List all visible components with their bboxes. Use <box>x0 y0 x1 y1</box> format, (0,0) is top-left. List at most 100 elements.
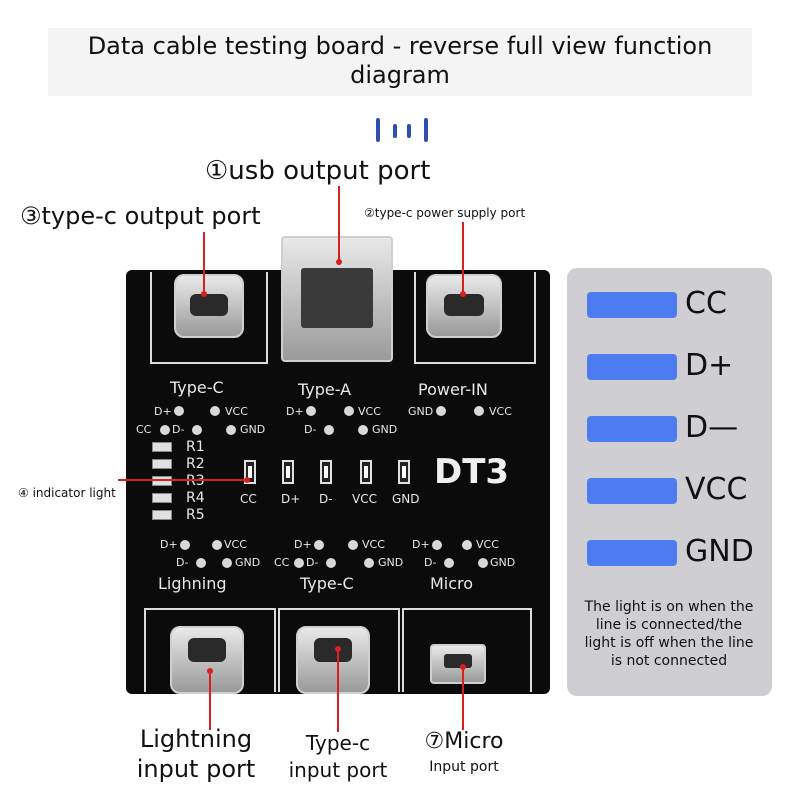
typec-input-port[interactable] <box>296 626 370 694</box>
test-pad <box>306 406 316 416</box>
pin-label: D- <box>176 556 189 569</box>
legend-swatch <box>587 416 677 442</box>
test-pad <box>180 540 190 550</box>
indicator-label: ④ indicator light <box>18 486 116 500</box>
leader-dot <box>336 259 342 265</box>
leader-line <box>462 666 464 730</box>
legend-item-gnd: GND <box>685 534 754 569</box>
indicator-led-gnd <box>398 460 410 484</box>
frame <box>402 608 532 692</box>
led-label: D- <box>319 492 333 506</box>
silk-bottom-micro: Micro <box>430 574 474 593</box>
pin-label: VCC <box>362 538 385 551</box>
test-pad <box>222 558 232 568</box>
typec-output-label: ③type-c output port <box>20 202 261 230</box>
test-pad <box>212 540 222 550</box>
pin-label: D+ <box>154 405 172 418</box>
typec-power-label: ②type-c power supply port <box>364 206 526 220</box>
resistor <box>152 476 172 486</box>
legend-swatch <box>587 540 677 566</box>
test-pad <box>444 558 454 568</box>
indicator-led-dm <box>320 460 332 484</box>
pin-label: D- <box>304 423 317 436</box>
leader-dot <box>201 291 207 297</box>
pin-label: GND <box>372 423 398 436</box>
typec-input-label-line1: Type-c <box>305 731 371 755</box>
lightning-input-label: Lightning input port <box>124 724 268 784</box>
legend-item-vcc: VCC <box>685 472 748 507</box>
usb-output-port[interactable] <box>281 236 393 362</box>
typec-power-port[interactable] <box>426 274 502 338</box>
board-model: DT3 <box>434 452 510 492</box>
leader-line <box>338 186 340 262</box>
typec-input-label-line2: input port <box>288 758 388 782</box>
led-label: GND <box>392 492 420 506</box>
usb-output-label: ①usb output port <box>205 156 431 186</box>
test-pad <box>174 406 184 416</box>
lightning-input-label-line2: input port <box>136 755 256 783</box>
test-pad <box>364 558 374 568</box>
lightning-input-label-line1: Lightning <box>139 725 253 753</box>
pin-label: D- <box>424 556 437 569</box>
resistor <box>152 493 172 503</box>
frame <box>144 608 276 692</box>
silk-bottom-lightning: Lighning <box>158 574 227 593</box>
typec-input-label: Type-c input port <box>276 730 400 784</box>
lightning-input-port[interactable] <box>170 626 244 694</box>
micro-input-port[interactable] <box>430 644 486 684</box>
test-pad <box>324 425 334 435</box>
indicator-led-vcc <box>360 460 372 484</box>
pin-label: D+ <box>294 538 312 551</box>
legend-item-cc: CC <box>685 286 727 321</box>
pin-label: GND <box>408 405 434 418</box>
leader-dot <box>244 477 250 483</box>
test-pad <box>348 540 358 550</box>
resistor <box>152 442 172 452</box>
resistor-label: R3 <box>186 473 205 489</box>
resistor-label: R2 <box>186 456 205 472</box>
test-pad <box>326 558 336 568</box>
silk-top-typec: Type-C <box>170 378 224 397</box>
frame <box>278 608 400 692</box>
legend-note: The light is on when the line is connect… <box>584 599 754 669</box>
silk-bottom-typec: Type-C <box>300 574 354 593</box>
resistor <box>152 459 172 469</box>
indicator-led-dp <box>282 460 294 484</box>
title-banner <box>48 28 752 96</box>
pin-label: D+ <box>160 538 178 551</box>
leader-line <box>118 479 246 481</box>
pin-label: D- <box>306 556 319 569</box>
typec-output-port[interactable] <box>174 274 244 338</box>
led-label: CC <box>240 492 257 506</box>
test-pad <box>474 406 484 416</box>
leader-line <box>209 670 211 730</box>
leader-line <box>203 232 205 294</box>
silk-top-power: Power-IN <box>418 380 488 399</box>
legend-panel: CC D+ D— VCC GND <box>567 268 772 696</box>
pin-label: D+ <box>412 538 430 551</box>
legend-item-dp: D+ <box>685 348 734 383</box>
test-pad <box>436 406 446 416</box>
resistor-label: R4 <box>186 490 205 506</box>
pin-label: CC <box>136 423 152 436</box>
leader-dot <box>460 291 466 297</box>
micro-input-label-line2: Input port <box>429 759 499 775</box>
test-pad <box>210 406 220 416</box>
silk-top-typea: Type-A <box>298 380 352 399</box>
test-pad <box>196 558 206 568</box>
pin-label: D+ <box>286 405 304 418</box>
resistor-label: R1 <box>186 439 205 455</box>
pin-label: GND <box>235 556 261 569</box>
test-pad <box>314 540 324 550</box>
pin-label: GND <box>378 556 404 569</box>
divider-mark <box>424 118 428 142</box>
test-pad <box>294 558 304 568</box>
led-label: D+ <box>281 492 301 506</box>
frame <box>150 272 268 364</box>
test-pad <box>160 425 170 435</box>
pin-label: GND <box>490 556 516 569</box>
page-title: Data cable testing board - reverse full … <box>87 32 713 89</box>
led-label: VCC <box>352 492 377 506</box>
test-pad <box>462 540 472 550</box>
test-pad <box>192 425 202 435</box>
